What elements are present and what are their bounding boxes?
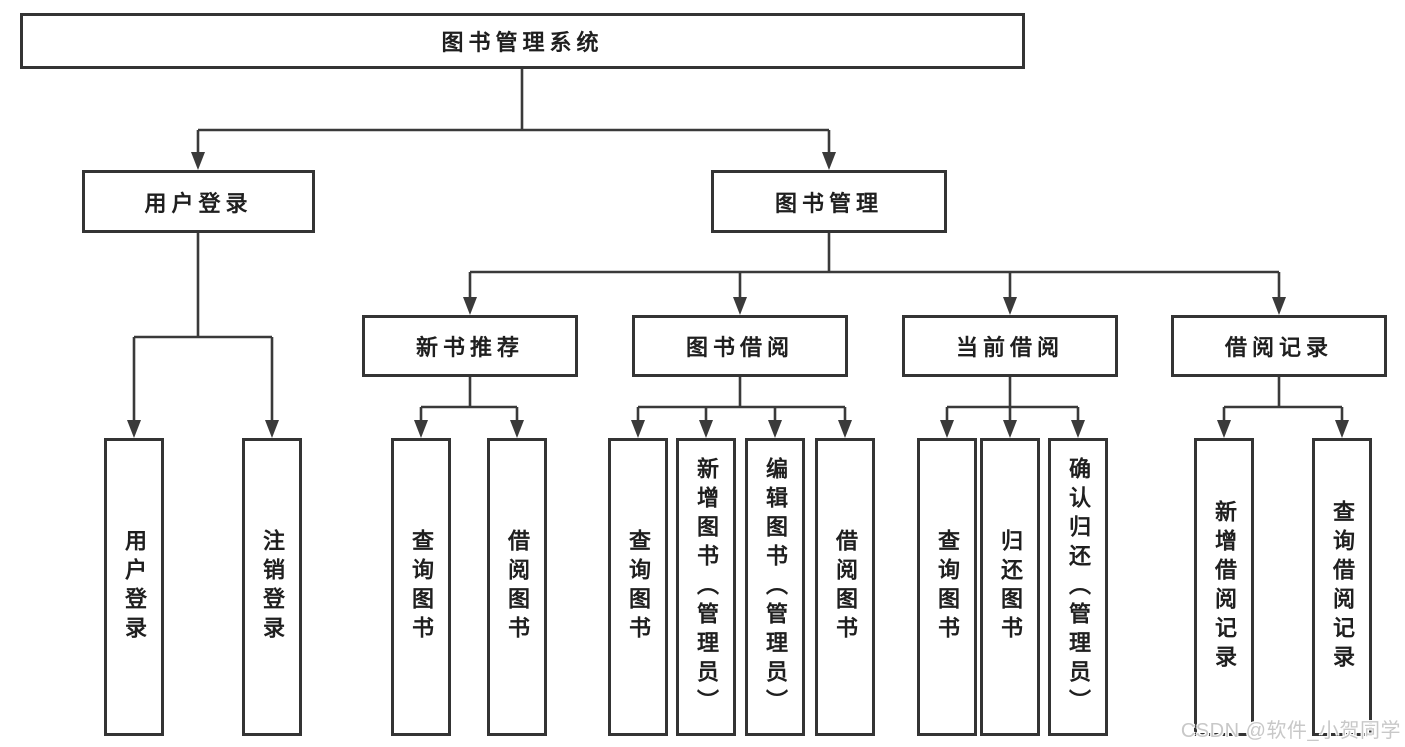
node-label: 图书借阅 bbox=[685, 335, 794, 360]
connector-user-login-children bbox=[127, 233, 279, 438]
node-label: 查询图书 bbox=[935, 529, 960, 645]
connector-borrowing-records-children bbox=[1217, 377, 1349, 438]
node-library-management-system: 图书管理系统 bbox=[20, 13, 1025, 69]
node-user-login-leaf: 用户登录 bbox=[104, 438, 164, 736]
node-label: 查询图书 bbox=[626, 529, 651, 645]
node-return-books: 归还图书 bbox=[980, 438, 1040, 736]
node-label: 新书推荐 bbox=[415, 335, 524, 360]
node-label: 用户登录 bbox=[122, 529, 147, 645]
node-logout: 注销登录 bbox=[242, 438, 302, 736]
node-label: 用户登录 bbox=[144, 190, 253, 216]
connector-current-borrowing-children bbox=[940, 377, 1085, 438]
node-query-books-current: 查询图书 bbox=[917, 438, 977, 736]
node-label: 借阅图书 bbox=[833, 529, 858, 645]
node-label: 图书管理系统 bbox=[441, 30, 604, 55]
node-add-borrow-record: 新增借阅记录 bbox=[1194, 438, 1254, 736]
node-book-management: 图书管理 bbox=[711, 170, 947, 233]
node-label: 查询借阅记录 bbox=[1330, 500, 1355, 674]
node-label: 编辑图书（管理员） bbox=[763, 456, 788, 718]
node-label: 查询图书 bbox=[409, 529, 434, 645]
node-label: 图书管理 bbox=[774, 190, 883, 216]
node-add-books-admin: 新增图书（管理员） bbox=[676, 438, 736, 736]
node-book-borrowing: 图书借阅 bbox=[632, 315, 848, 377]
node-label: 确认归还（管理员） bbox=[1066, 456, 1091, 718]
node-user-login: 用户登录 bbox=[82, 170, 315, 233]
node-borrow-books-recommend: 借阅图书 bbox=[487, 438, 547, 736]
node-label: 归还图书 bbox=[998, 529, 1023, 645]
node-query-books-recommend: 查询图书 bbox=[391, 438, 451, 736]
node-query-books-borrowing: 查询图书 bbox=[608, 438, 668, 736]
node-label: 注销登录 bbox=[260, 529, 285, 645]
node-borrow-books: 借阅图书 bbox=[815, 438, 875, 736]
connector-book-management-children bbox=[463, 233, 1286, 315]
node-confirm-return-admin: 确认归还（管理员） bbox=[1048, 438, 1108, 736]
node-borrowing-records: 借阅记录 bbox=[1171, 315, 1387, 377]
connector-new-book-recommend-children bbox=[414, 377, 524, 438]
node-label: 借阅记录 bbox=[1224, 335, 1333, 360]
connector-book-borrowing-children bbox=[631, 377, 852, 438]
node-edit-books-admin: 编辑图书（管理员） bbox=[745, 438, 805, 736]
node-query-borrow-record: 查询借阅记录 bbox=[1312, 438, 1372, 736]
node-label: 新增图书（管理员） bbox=[694, 456, 719, 718]
node-current-borrowing: 当前借阅 bbox=[902, 315, 1118, 377]
node-new-book-recommend: 新书推荐 bbox=[362, 315, 578, 377]
node-label: 当前借阅 bbox=[955, 335, 1064, 360]
node-label: 借阅图书 bbox=[505, 529, 530, 645]
csdn-watermark: CSDN @软件_小贺同学 bbox=[1180, 720, 1401, 742]
connector-root-to-level2 bbox=[191, 69, 836, 170]
node-label: 新增借阅记录 bbox=[1212, 500, 1237, 674]
